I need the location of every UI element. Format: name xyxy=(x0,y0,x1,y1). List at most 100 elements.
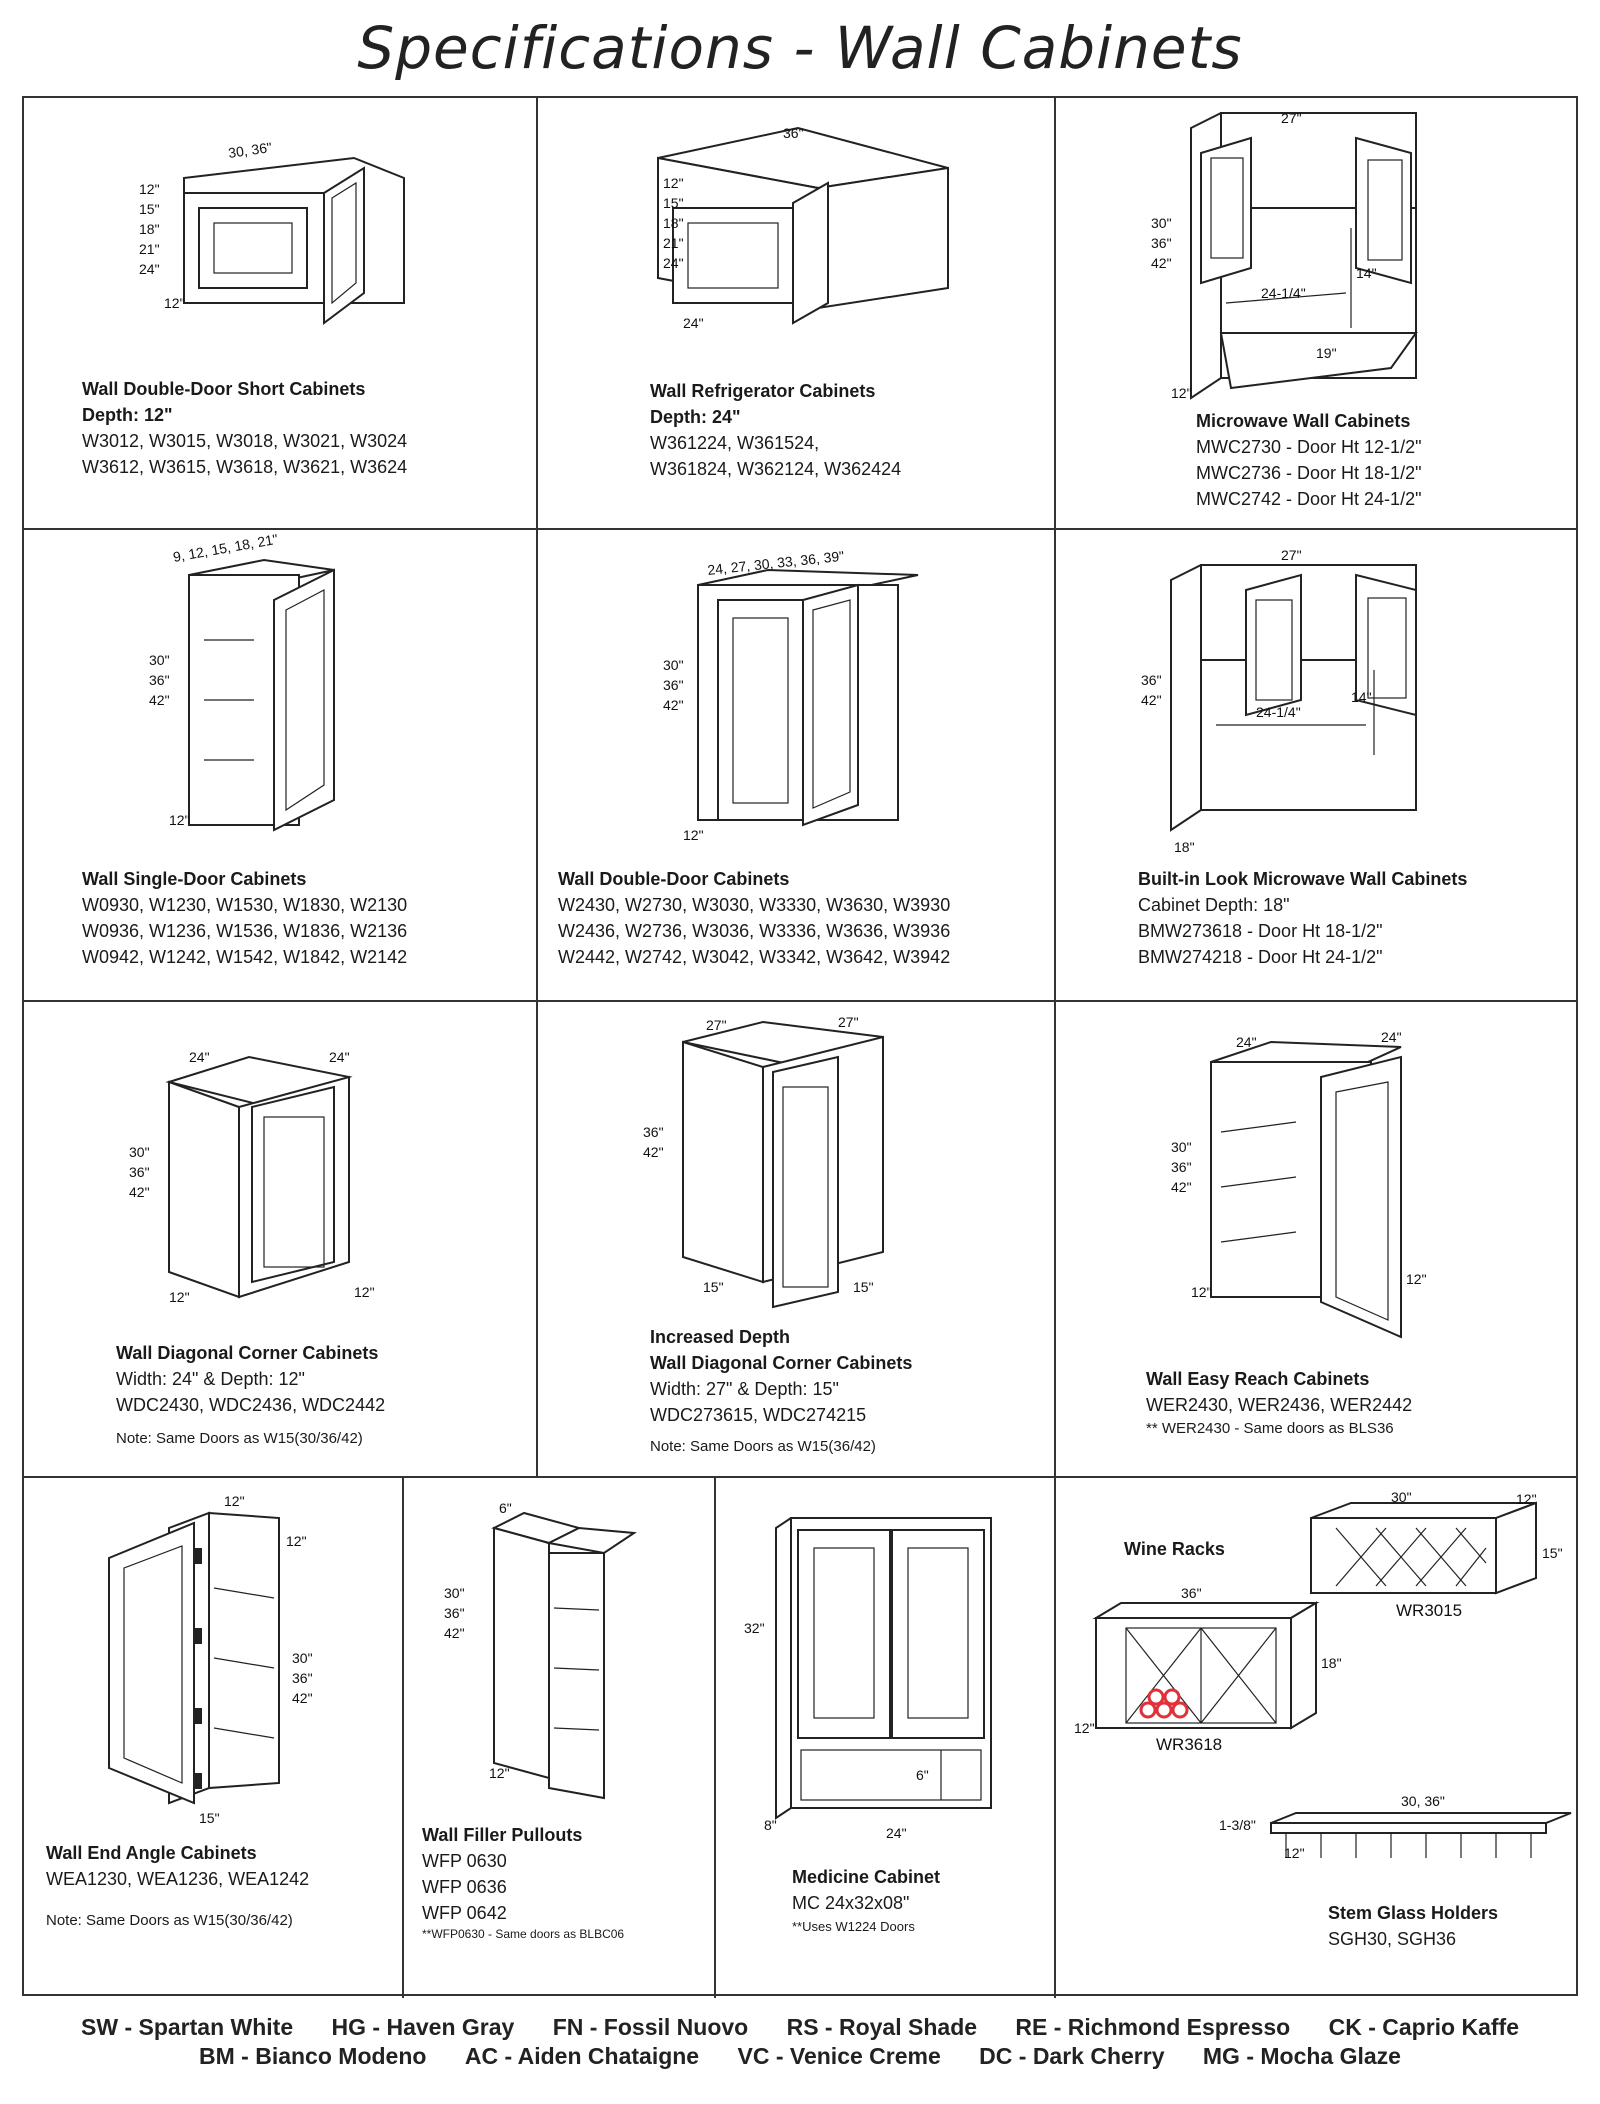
dim-label: 19" xyxy=(1316,345,1337,361)
dim-label: 12" xyxy=(489,1765,510,1781)
model-line: WFP 0642 xyxy=(422,1903,507,1923)
model-line: MC 24x32x08" xyxy=(792,1893,910,1913)
model-line: W0942, W1242, W1542, W1842, W2142 xyxy=(82,947,408,967)
cell-builtin-microwave: 27" 36" 42" 14" 24-1/4" 18" Built-in Loo… xyxy=(1056,530,1576,1000)
dim-label: 24" xyxy=(139,261,160,277)
spec-grid: 30, 36" 12" 15" 18" 21" 24" 12" Wall Dou… xyxy=(22,96,1578,1998)
dim-label: 15" xyxy=(1542,1545,1563,1561)
dim-label: 30" xyxy=(292,1650,313,1666)
finish-code: HG - Haven Gray xyxy=(331,2014,515,2040)
dim-label: 8" xyxy=(764,1817,777,1833)
microwave-diagram: 27" 30" 36" 42" 24-1/4" 14" 19" 12" xyxy=(1151,110,1418,401)
dim-label: 30" xyxy=(663,657,684,673)
dim-label: 14" xyxy=(1356,265,1377,281)
model-line: W2436, W2736, W3036, W3336, W3636, W3936 xyxy=(558,921,951,941)
diagonal-corner-deep-diagram: 27" 27" 36" 42" 15" 15" xyxy=(643,1014,884,1309)
cell-wall-refrigerator: 36" 12" 15" 18" 21" 24" 24" Wall Refrige… xyxy=(538,98,1054,528)
cell-text: Microwave Wall Cabinets MWC2730 - Door H… xyxy=(1196,408,1421,512)
dim-label: 18" xyxy=(1321,1655,1342,1671)
end-angle-diagram: 12" 12" 30" 36" 42" 15" xyxy=(108,1493,313,1826)
dim-label: 36" xyxy=(1151,235,1172,251)
dim-label: 18" xyxy=(1174,839,1195,855)
finish-code: VC - Venice Creme xyxy=(737,2043,941,2069)
cabinet-title: Wall Diagonal Corner Cabinets xyxy=(116,1343,379,1363)
dim-label: 30, 36" xyxy=(227,139,273,161)
finish-legend-row-2: BM - Bianco Modeno AC - Aiden Chataigne … xyxy=(0,2043,1600,2070)
model-line: WDC273615, WDC274215 xyxy=(650,1405,867,1425)
cell-diagonal-corner: 24" 24" 30" 36" 42" 12" 12" Wall Diagona… xyxy=(24,1002,536,1476)
model-line: W2430, W2730, W3030, W3330, W3630, W3930 xyxy=(558,895,951,915)
dim-label: 27" xyxy=(838,1014,859,1030)
page-title: Specifications - Wall Cabinets xyxy=(357,14,1243,82)
dim-label: 42" xyxy=(1171,1179,1192,1195)
dim-label: 27" xyxy=(1281,110,1302,126)
cell-text: Wall Filler Pullouts WFP 0630 WFP 0636 W… xyxy=(422,1822,624,1942)
cabinet-title: Wall Refrigerator Cabinets xyxy=(650,381,876,401)
cabinet-title: Increased Depth xyxy=(650,1327,791,1347)
dim-label: 36" xyxy=(149,672,170,688)
dim-label: 12" xyxy=(224,1493,245,1509)
builtin-microwave-diagram: 27" 36" 42" 14" 24-1/4" 18" xyxy=(1141,547,1417,855)
finish-legend-row-1: SW - Spartan White HG - Haven Gray FN - … xyxy=(0,2014,1600,2041)
dim-label: 12" xyxy=(169,1289,190,1305)
model-line: W361224, W361524, xyxy=(650,433,820,453)
dim-label: 24" xyxy=(189,1049,210,1065)
cabinet-title: Medicine Cabinet xyxy=(792,1867,941,1887)
divider xyxy=(24,528,1576,530)
dim-label: 36" xyxy=(1141,672,1162,688)
dim-label: 12" xyxy=(1171,385,1192,401)
model-line: MWC2736 - Door Ht 18-1/2" xyxy=(1196,463,1422,483)
dim-label: 24" xyxy=(663,255,684,271)
dim-label: 24" xyxy=(1381,1029,1402,1045)
medicine-cabinet-diagram: 32" 6" 8" 24" xyxy=(744,1517,992,1841)
dim-label: 36" xyxy=(129,1164,150,1180)
cabinet-note: Note: Same Doors as W15(36/42) xyxy=(650,1438,876,1455)
cabinet-title: Wall Single-Door Cabinets xyxy=(82,869,307,889)
finish-code: FN - Fossil Nuovo xyxy=(552,2014,749,2040)
dim-label: 32" xyxy=(744,1620,765,1636)
dim-label: 30" xyxy=(129,1144,150,1160)
cabinet-title: Wall Filler Pullouts xyxy=(422,1825,583,1845)
cell-text: Medicine Cabinet MC 24x32x08" **Uses W12… xyxy=(792,1864,940,1938)
finish-code: RS - Royal Shade xyxy=(786,2014,978,2040)
dim-label: 12" xyxy=(169,812,190,828)
dim-label: 12" xyxy=(1406,1271,1427,1287)
cell-text: Stem Glass Holders SGH30, SGH36 xyxy=(1328,1900,1498,1952)
finish-code: SW - Spartan White xyxy=(81,2014,294,2040)
divider xyxy=(402,1478,404,1998)
dim-label: 15" xyxy=(853,1279,874,1295)
cell-text: Wall End Angle Cabinets WEA1230, WEA1236… xyxy=(46,1840,309,1932)
dim-label: 30" xyxy=(1391,1489,1412,1505)
cell-medicine-cabinet: 32" 6" 8" 24" Medicine Cabinet MC 24x32x… xyxy=(716,1478,1054,1998)
model-line: MWC2742 - Door Ht 24-1/2" xyxy=(1196,489,1422,509)
dim-label: 42" xyxy=(129,1184,150,1200)
finish-code: CK - Caprio Kaffe xyxy=(1328,2014,1519,2040)
cell-text: Wall Easy Reach Cabinets WER2430, WER243… xyxy=(1146,1366,1412,1440)
dim-label: 42" xyxy=(292,1690,313,1706)
dim-label: 42" xyxy=(149,692,170,708)
cell-wall-double-door: 24, 27, 30, 33, 36, 39" 30" 36" 42" 12" … xyxy=(538,530,1054,1000)
divider xyxy=(714,1478,716,1998)
dim-label: 36" xyxy=(663,677,684,693)
dim-label: 27" xyxy=(1281,547,1302,563)
dim-label: 42" xyxy=(663,697,684,713)
cell-text: Wall Double-Door Short Cabinets Depth: 1… xyxy=(82,376,407,480)
divider xyxy=(1054,98,1056,1998)
dim-label: 30, 36" xyxy=(1401,1793,1445,1809)
dim-label: 1-3/8" xyxy=(1219,1817,1256,1833)
cell-easy-reach: 24" 24" 30" 36" 42" 12" 12" Wall Easy Re… xyxy=(1056,1002,1576,1476)
cabinet-title: Stem Glass Holders xyxy=(1328,1903,1499,1923)
dim-label: 27" xyxy=(706,1017,727,1033)
model-line: Cabinet Depth: 18" xyxy=(1138,895,1290,915)
cabinet-title: Wall Double-Door Cabinets xyxy=(558,869,790,889)
dim-label: 42" xyxy=(444,1625,465,1641)
dim-label: 6" xyxy=(916,1767,929,1783)
dim-label: 42" xyxy=(1151,255,1172,271)
model-label: WR3015 xyxy=(1396,1601,1462,1620)
finish-code: MG - Mocha Glaze xyxy=(1202,2043,1401,2069)
dim-label: 21" xyxy=(663,235,684,251)
cabinet-note: ** WER2430 - Same doors as BLS36 xyxy=(1146,1420,1394,1437)
divider xyxy=(24,1000,1576,1002)
model-line: WFP 0636 xyxy=(422,1877,507,1897)
cell-end-angle: 12" 12" 30" 36" 42" 15" Wall End Angle C… xyxy=(24,1478,402,1998)
